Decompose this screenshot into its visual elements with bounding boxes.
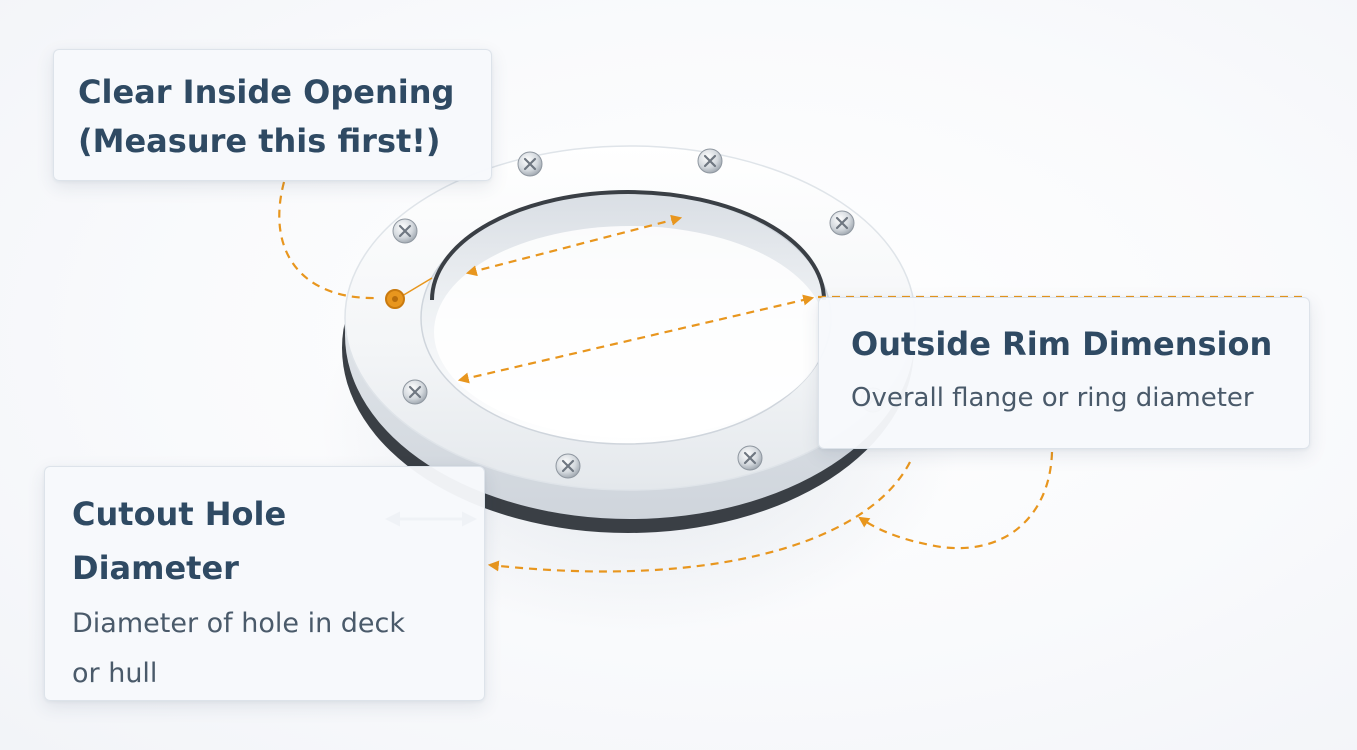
callout-description: Diameter of hole in deck — [72, 608, 405, 639]
phillips-screw-icon — [555, 453, 581, 479]
phillips-screw-icon — [737, 445, 763, 471]
callout-heading: Cutout Hole — [72, 495, 287, 533]
callout-clear-inside-opening: Clear Inside Opening (Measure this first… — [53, 49, 492, 181]
cutout-hole-return-arrow — [487, 461, 911, 573]
callout-heading: Outside Rim Dimension — [851, 325, 1273, 363]
callout-heading: (Measure this first!) — [78, 122, 441, 160]
phillips-screw-icon — [517, 151, 543, 177]
outside-rim-arrow — [457, 294, 815, 384]
callout-heading: Clear Inside Opening — [78, 73, 455, 111]
phillips-screw-icon — [829, 210, 855, 236]
cutout-hole-curve-arrow — [858, 451, 1054, 550]
clear-inside-leader-line — [278, 181, 379, 300]
phillips-screw-icon — [392, 218, 418, 244]
callout-heading: Diameter — [72, 549, 239, 587]
clear-inside-arrow — [465, 214, 683, 277]
phillips-screw-icon — [697, 148, 723, 174]
callout-cutout-hole-diameter: Cutout Hole Diameter Diameter of hole in… — [44, 466, 485, 701]
inner-opening-floor — [434, 226, 826, 438]
inner-gasket-edge — [430, 190, 826, 301]
measurement-dot-center — [392, 296, 398, 302]
callout-outside-rim-dimension: Outside Rim Dimension Overall flange or … — [818, 297, 1310, 449]
clear-inside-pointer — [401, 277, 433, 297]
callout-description: Overall flange or ring diameter — [851, 383, 1254, 413]
callout-description: or hull — [72, 658, 158, 689]
phillips-screw-icon — [402, 379, 428, 405]
